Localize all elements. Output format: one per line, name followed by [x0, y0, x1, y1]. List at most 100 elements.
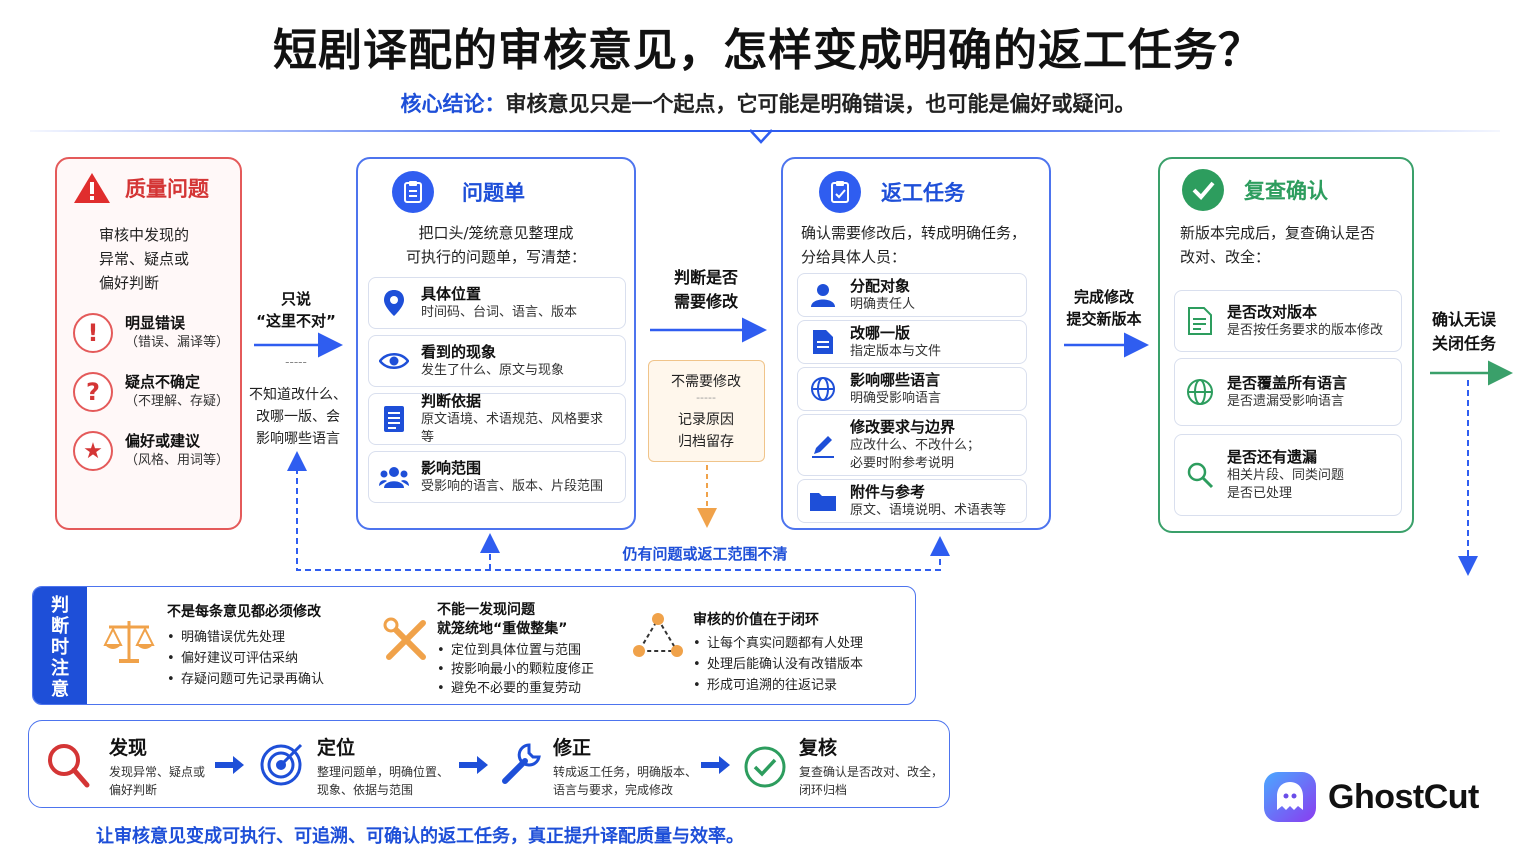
arrow2-line: 需要修改 — [673, 292, 738, 311]
review-row-version: 是否改对版本是否按任务要求的版本修改 — [1174, 290, 1402, 352]
quality-item-preference: ★ 偏好或建议（风格、用词等） — [73, 431, 229, 471]
arrow1-top-line: “这里不对” — [256, 312, 336, 330]
no-change-line: 归档留存 — [678, 434, 734, 450]
phase-title: 复核 — [799, 737, 838, 759]
phase-desc: 复查确认是否改对、改全，闭环归档 — [799, 763, 943, 799]
arrow4-line: 关闭任务 — [1431, 334, 1496, 353]
quality-desc-line: 异常、疑点或 — [99, 250, 190, 268]
row-sub: 是否已处理 — [1227, 486, 1293, 501]
phase-title: 定位 — [317, 737, 356, 759]
bullet-item: 形成可追溯的往返记录 — [693, 675, 863, 696]
row-sub: 是否按任务要求的版本修改 — [1227, 323, 1384, 338]
question-icon: ? — [73, 372, 113, 412]
judgment-notes-box: 判 断 时 注 意 不是每条意见都必须修改 明确错误优先处理 偏好建议可评估采纳… — [32, 586, 916, 705]
bullet-item: 明确错误优先处理 — [167, 627, 324, 648]
task-title: 返工任务 — [881, 181, 965, 205]
ticket-desc-line: 把口头/笼统意见整理成 — [418, 224, 574, 242]
bullet-item: 存疑问题可先记录再确认 — [167, 669, 324, 690]
side-char: 断 — [51, 616, 69, 637]
ticket-row-phenomenon: 看到的现象发生了什么、原文与现象 — [368, 335, 626, 387]
folder-icon — [808, 486, 838, 516]
arrow1-bottom-line: 改哪一版、会 — [256, 409, 340, 425]
arrow1-top-label: 只说 “这里不对” — [248, 288, 344, 332]
review-confirm-card: 复查确认 新版本完成后，复查确认是否 改对、改全： 是否改对版本是否按任务要求的… — [1158, 157, 1414, 533]
scale-icon — [103, 621, 155, 663]
arrow-right-icon — [701, 756, 730, 774]
loop-label: 仍有问题或返工范围不清 — [560, 543, 850, 564]
task-check-icon — [819, 171, 861, 213]
ghost-logo-icon — [1264, 772, 1316, 822]
ticket-title: 问题单 — [462, 181, 525, 205]
quality-item-title: 明显错误 — [125, 314, 186, 332]
phase-desc: 发现异常、疑点或偏好判断 — [109, 763, 205, 799]
quality-item-title: 偏好或建议 — [125, 432, 201, 450]
row-sub: 明确责任人 — [850, 297, 916, 312]
phase-line: 语言与要求，完成修改 — [553, 783, 674, 797]
task-row-attachments: 附件与参考原文、语境说明、术语表等 — [797, 479, 1027, 523]
quality-desc-line: 偏好判断 — [99, 274, 160, 292]
arrow1-top-line: 只说 — [280, 290, 311, 308]
file-icon — [808, 327, 838, 357]
globe-icon — [808, 374, 838, 404]
bullet-item: 按影响最小的颗粒度修正 — [437, 660, 594, 679]
row-sub: 时间码、台词、语言、版本 — [421, 305, 578, 320]
brand-name: GhostCut — [1328, 777, 1479, 816]
notes-col-bullets: 让每个真实问题都有人处理 处理后能确认没有改错版本 形成可追溯的往返记录 — [693, 633, 863, 696]
row-sub: 是否遗漏受影响语言 — [1227, 394, 1345, 409]
notes-col-title: 审核的价值在于闭环 — [693, 612, 819, 628]
pen-icon — [808, 430, 838, 460]
review-desc-line: 新版本完成后，复查确认是否 — [1180, 224, 1376, 242]
bullet-item: 定位到具体位置与范围 — [437, 641, 594, 660]
quality-item-error: ! 明显错误 （错误、漏译等） — [73, 313, 229, 353]
no-change-box: 不需要修改 ----- 记录原因 归档留存 — [648, 360, 765, 462]
task-desc-line: 确认需要修改后，转成明确任务， — [801, 224, 1027, 242]
arrow1-bottom-line: 影响哪些语言 — [256, 431, 340, 447]
row-title: 是否覆盖所有语言 — [1227, 374, 1348, 392]
quality-item-doubt: ? 疑点不确定（不理解、存疑） — [73, 372, 229, 412]
title-divider — [30, 130, 1500, 132]
wrench-icon — [502, 743, 541, 784]
task-row-version: 改哪一版指定版本与文件 — [797, 320, 1027, 364]
phase-title: 发现 — [109, 737, 148, 759]
exclamation-icon: ! — [73, 313, 113, 353]
phase-title: 修正 — [553, 737, 592, 759]
arrow3-line: 提交新版本 — [1066, 310, 1142, 328]
warning-icon — [74, 173, 110, 203]
person-icon — [808, 280, 838, 310]
ticket-row-location: 具体位置时间码、台词、语言、版本 — [368, 277, 626, 329]
arrow3-label: 完成修改 提交新版本 — [1056, 286, 1152, 330]
no-change-divider: ----- — [696, 391, 716, 404]
row-title: 影响哪些语言 — [850, 371, 941, 389]
quality-item-sub: （不理解、存疑） — [125, 394, 230, 409]
phase-line: 偏好判断 — [109, 783, 158, 797]
doc-check-icon — [1185, 306, 1215, 336]
phase-desc: 转成返工任务，明确版本、语言与要求，完成修改 — [553, 763, 697, 799]
row-sub: 明确受影响语言 — [850, 391, 942, 406]
row-title: 影响范围 — [421, 459, 482, 477]
row-sub: 原文、语境说明、术语表等 — [850, 503, 1007, 518]
quality-item-sub: （错误、漏译等） — [125, 335, 230, 350]
eye-icon — [379, 346, 409, 376]
row-title: 看到的现象 — [421, 343, 497, 361]
no-change-line: 记录原因 — [678, 412, 734, 428]
review-title: 复查确认 — [1244, 179, 1328, 203]
arrow2-line: 判断是否 — [673, 268, 738, 287]
document-icon — [379, 404, 409, 434]
row-title: 具体位置 — [421, 285, 482, 303]
arrow1-bottom-label: 不知道改什么、 改哪一版、会 影响哪些语言 — [248, 384, 348, 450]
row-title: 修改要求与边界 — [850, 418, 956, 436]
divider-chevron-icon — [749, 129, 773, 144]
arrow-right-icon — [215, 756, 244, 774]
side-char: 意 — [51, 679, 69, 700]
phase-line: 复查确认是否改对、改全， — [799, 765, 944, 779]
side-char: 时 — [51, 637, 69, 658]
row-sub: 相关片段、同类问题 — [1227, 468, 1345, 483]
row-title: 判断依据 — [421, 392, 482, 410]
arrow-right-icon — [459, 756, 488, 774]
core-conclusion: 核心结论：审核意见只是一个起点，它可能是明确错误，也可能是偏好或疑问。 — [0, 88, 1536, 118]
arrow1-bottom-line: 不知道改什么、 — [249, 387, 347, 403]
bullet-item: 处理后能确认没有改错版本 — [693, 654, 863, 675]
brand-logo: GhostCut — [1262, 770, 1479, 824]
notes-side-label: 判 断 时 注 意 — [33, 587, 87, 704]
